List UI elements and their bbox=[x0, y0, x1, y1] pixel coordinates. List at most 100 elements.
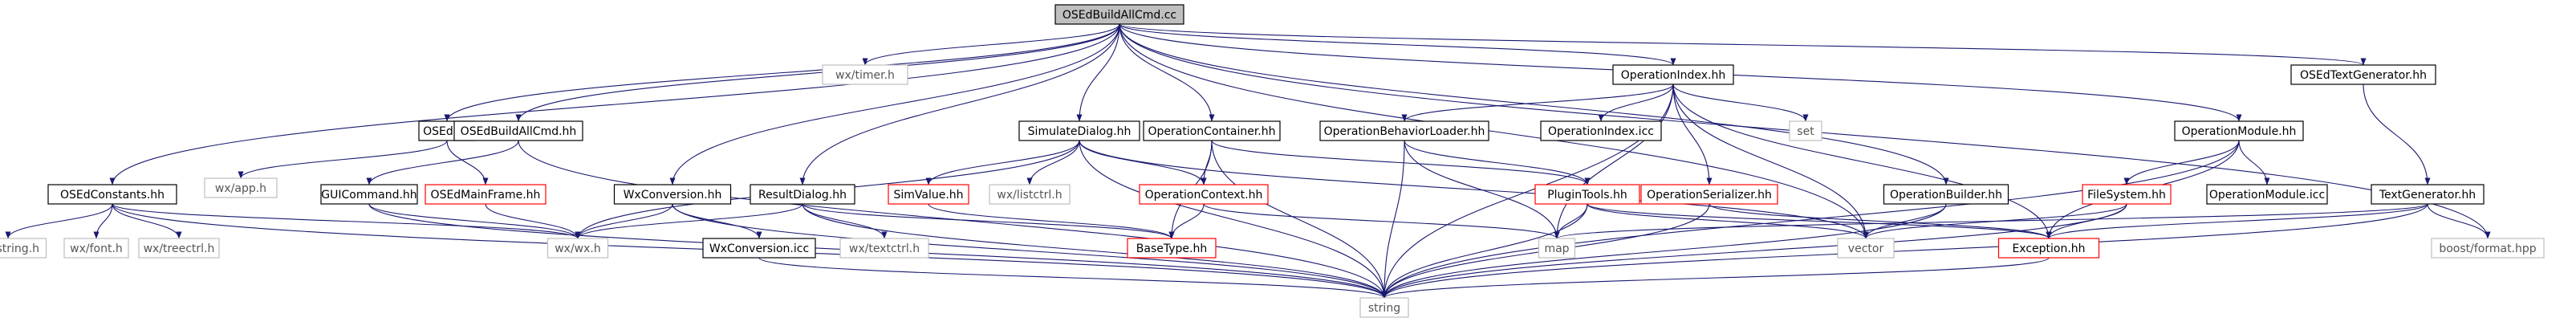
node-label: WxConversion.icc bbox=[709, 242, 809, 255]
node-operationserializer-hh[interactable]: OperationSerializer.hh bbox=[1640, 184, 1778, 205]
node-simulatedialog-hh[interactable]: SimulateDialog.hh bbox=[1018, 120, 1140, 141]
edge-wxconv-to-string bbox=[672, 203, 1388, 299]
edge-osedbuildhh-to-guicmd bbox=[366, 140, 519, 185]
node-label: set bbox=[1797, 125, 1814, 138]
node-osedbuildallcmd-hh[interactable]: OSEdBuildAllCmd.hh bbox=[453, 120, 583, 141]
node-box bbox=[204, 177, 278, 198]
edge-osedhh-to-osedmainframe bbox=[446, 140, 489, 185]
edge-opcontainer-to-pluginTools bbox=[1211, 140, 1591, 185]
node-wx-app-h[interactable]: wx/app.h bbox=[204, 177, 278, 198]
node-textgenerator-hh[interactable]: TextGenerator.hh bbox=[2371, 184, 2485, 205]
edge-pluginTools-to-map bbox=[1554, 203, 1588, 239]
node-box bbox=[1997, 238, 2100, 259]
node-exception-hh[interactable]: Exception.hh bbox=[1997, 238, 2100, 259]
edge-opbehloader-to-map bbox=[1404, 140, 1560, 239]
node-wxconversion-icc[interactable]: WxConversion.icc bbox=[702, 238, 816, 259]
edge-opcontext-to-basetype bbox=[1168, 203, 1205, 239]
node-box bbox=[613, 184, 732, 205]
node-operationbehaviorloader-hh[interactable]: OperationBehaviorLoader.hh bbox=[1319, 120, 1489, 141]
edge-opbehloader-to-pluginTools bbox=[1404, 140, 1591, 185]
node-osedmainframe-hh[interactable]: OSEdMainFrame.hh bbox=[425, 184, 546, 205]
node-box bbox=[1883, 184, 2009, 205]
node-filesystem-hh[interactable]: FileSystem.hh bbox=[2082, 184, 2172, 205]
node-box bbox=[989, 184, 1071, 205]
node-box bbox=[2371, 184, 2485, 205]
node-box bbox=[2174, 120, 2304, 141]
node-resultdialog-hh[interactable]: ResultDialog.hh bbox=[750, 184, 855, 205]
node-wx-listctrl-h[interactable]: wx/listctrl.h bbox=[989, 184, 1071, 205]
edge-opindex-to-opindexicc bbox=[1598, 84, 1674, 122]
node-operationindex-hh[interactable]: OperationIndex.hh bbox=[1612, 64, 1734, 85]
node-box bbox=[750, 184, 855, 205]
edge-opcontainer-to-opcontext bbox=[1201, 140, 1213, 185]
edge-opindex-to-set bbox=[1672, 84, 1809, 122]
edge-root-to-simdialog bbox=[1076, 23, 1120, 122]
node-box bbox=[1837, 238, 1895, 259]
node-basetype-hh[interactable]: BaseType.hh bbox=[1127, 238, 1217, 259]
edge-resultdialog-to-wxwx bbox=[575, 203, 803, 239]
edge-root-to-osedhh bbox=[444, 23, 1120, 122]
node-wx-font-h[interactable]: wx/font.h bbox=[63, 238, 129, 259]
edge-opcontainer-to-string bbox=[1211, 140, 1388, 299]
node-map[interactable]: map bbox=[1538, 238, 1576, 259]
node-label: OperationIndex.hh bbox=[1621, 69, 1725, 82]
node-label: wx/treectrl.h bbox=[144, 242, 215, 255]
edge-opindex-to-map bbox=[1554, 84, 1674, 239]
node-string[interactable]: string bbox=[1359, 297, 1409, 318]
node-boost-format-hpp[interactable]: boost/format.hpp bbox=[2431, 238, 2545, 259]
edge-opindex-to-exception bbox=[1672, 84, 2052, 239]
node-plugintools-hh[interactable]: PluginTools.hh bbox=[1534, 184, 1640, 205]
node-label: SimulateDialog.hh bbox=[1028, 125, 1132, 138]
node-osedtextgenerator-hh[interactable]: OSEdTextGenerator.hh bbox=[2290, 64, 2436, 85]
node-box bbox=[1143, 120, 1281, 141]
node-label: wx/font.h bbox=[70, 242, 123, 255]
edge-wxconvicc-to-string bbox=[758, 257, 1388, 299]
node-guicommand-hh[interactable]: GUICommand.hh bbox=[320, 184, 418, 205]
node-operationmodule-hh[interactable]: OperationModule.hh bbox=[2174, 120, 2304, 141]
edge-osedhh-to-wxapp bbox=[238, 140, 448, 179]
node-operationindex-icc[interactable]: OperationIndex.icc bbox=[1540, 120, 1662, 141]
node-wx-treectrl-h[interactable]: wx/treectrl.h bbox=[138, 238, 220, 259]
node-box bbox=[702, 238, 816, 259]
node-label: wx/app.h bbox=[215, 182, 266, 195]
node-box bbox=[1538, 238, 1576, 259]
node-operationmodule-icc[interactable]: OperationModule.icc bbox=[2206, 184, 2328, 205]
edge-simvalue-to-basetype bbox=[928, 203, 1175, 239]
node-box bbox=[425, 184, 546, 205]
node-osedconstants-hh[interactable]: OSEdConstants.hh bbox=[47, 184, 177, 205]
edge-opindex-to-opbehloader bbox=[1401, 84, 1674, 122]
node-box bbox=[2206, 184, 2328, 205]
node-wx-timer-h[interactable]: wx/timer.h bbox=[822, 64, 908, 85]
edge-textgen-to-string bbox=[1381, 203, 2428, 299]
node-osedbuildallcmd-cc[interactable]: OSEdBuildAllCmd.cc bbox=[1054, 4, 1184, 25]
node-set[interactable]: set bbox=[1789, 120, 1822, 141]
node-label: wx/timer.h bbox=[835, 69, 895, 82]
node-box bbox=[1540, 120, 1662, 141]
node-box bbox=[1127, 238, 1217, 259]
node-label: string bbox=[1368, 302, 1400, 315]
node-wx-textctrl-h[interactable]: wx/textctrl.h bbox=[839, 238, 929, 259]
node-box bbox=[822, 64, 908, 85]
node-box bbox=[1018, 120, 1140, 141]
node-box bbox=[839, 238, 929, 259]
node-box bbox=[546, 238, 609, 259]
node-simvalue-hh[interactable]: SimValue.hh bbox=[888, 184, 969, 205]
node-operationcontext-hh[interactable]: OperationContext.hh bbox=[1139, 184, 1269, 205]
edge-root-to-vector bbox=[1119, 23, 1869, 239]
edge-root-to-opindex bbox=[1119, 23, 1676, 66]
node-box bbox=[1359, 297, 1409, 318]
node-wxconversion-hh[interactable]: WxConversion.hh bbox=[613, 184, 732, 205]
node-operationcontainer-hh[interactable]: OperationContainer.hh bbox=[1143, 120, 1281, 141]
node-operationbuilder-hh[interactable]: OperationBuilder.hh bbox=[1883, 184, 2009, 205]
node-box bbox=[63, 238, 129, 259]
edge-exception-to-string bbox=[1381, 257, 2050, 299]
node-vector[interactable]: vector bbox=[1837, 238, 1895, 259]
node-wx-string-h[interactable]: wx/string.h bbox=[0, 238, 47, 259]
node-label: SimValue.hh bbox=[893, 189, 963, 202]
edge-osedconst-to-wxstring bbox=[5, 203, 113, 239]
edge-opmodule-to-string bbox=[1381, 140, 2240, 299]
node-wx-wx-h[interactable]: wx/wx.h bbox=[546, 238, 609, 259]
edge-simdialog-to-opcontext bbox=[1079, 140, 1207, 185]
edge-pluginTools-to-string bbox=[1381, 203, 1588, 299]
node-box bbox=[453, 120, 583, 141]
